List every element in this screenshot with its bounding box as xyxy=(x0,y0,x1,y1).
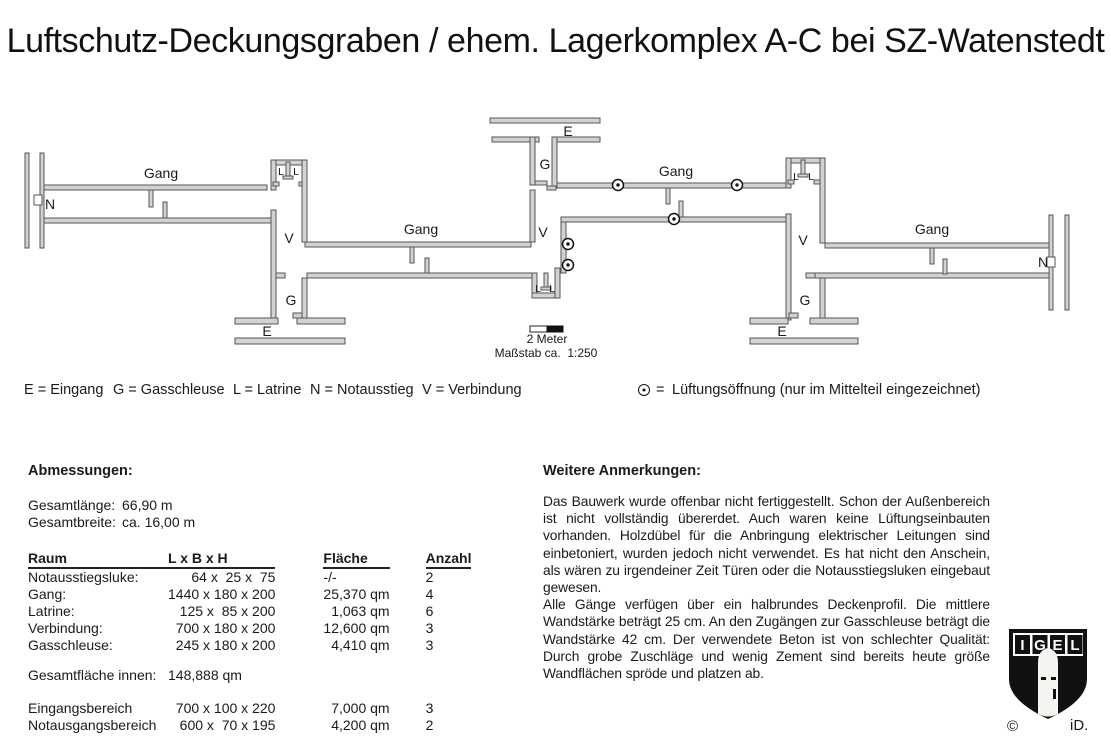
room-label-n: N xyxy=(1038,254,1048,270)
header-flaeche: Fläche xyxy=(323,550,390,569)
corridor-label: Gang xyxy=(915,221,949,237)
room-label-g: G xyxy=(800,292,811,308)
header-lbh: L x B x H xyxy=(168,550,276,569)
left-complex-walls xyxy=(234,159,346,345)
copyright-symbol: © xyxy=(1007,718,1019,735)
room-label-l: L xyxy=(549,283,555,295)
room-label-v: V xyxy=(538,224,548,240)
room-label-g: G xyxy=(286,292,297,308)
table-row: Notausgangsbereich 600 x 70 x 195 4,200 … xyxy=(28,717,434,733)
logo-letter: G xyxy=(1034,637,1046,654)
vent-icon xyxy=(667,212,681,226)
scale-ratio-label: Maßstab ca. 1:250 xyxy=(495,346,598,360)
room-label-l: L xyxy=(808,171,814,183)
logo-letter: L xyxy=(1070,637,1079,654)
table-row: Gasschleuse: 245 x 180 x 200 4,410 qm 3 xyxy=(28,637,434,653)
room-label-e: E xyxy=(777,323,786,339)
logo-letter: E xyxy=(1052,637,1062,654)
total-area-value: 148,888 qm xyxy=(168,667,242,683)
dimensions-table: Raum L x B x H Fläche Anzahl Notausstieg… xyxy=(28,550,472,734)
scale-length-label: 2 Meter xyxy=(527,332,568,346)
legend-item-v: V = Verbindung xyxy=(422,382,522,398)
room-label-n: N xyxy=(45,196,55,212)
center-complex-walls xyxy=(489,117,601,299)
corridor-label: Gang xyxy=(404,221,438,237)
legend-item-n: N = Notausstieg xyxy=(310,382,414,398)
legend-item-l: L = Latrine xyxy=(233,382,302,398)
vent-icon xyxy=(561,237,575,251)
corridor-label: Gang xyxy=(659,163,693,179)
room-label-e: E xyxy=(262,323,271,339)
logo-letter: I xyxy=(1020,637,1024,654)
left-exit-walls xyxy=(24,152,45,249)
vent-icon xyxy=(561,258,575,272)
corridor-label: Gang xyxy=(144,165,178,181)
page-title: Luftschutz-Deckungsgraben / ehem. Lagerk… xyxy=(6,22,1105,60)
logo-signature: iD. xyxy=(1070,717,1089,734)
vent-icon xyxy=(730,178,744,192)
table-row: Eingangsbereich 700 x 100 x 220 7,000 qm… xyxy=(28,700,434,716)
notes-heading: Weitere Anmerkungen: xyxy=(543,463,701,479)
notes-paragraph: Das Bauwerk wurde offenbar nicht fertigg… xyxy=(543,494,990,596)
legend: E = Eingang G = Gasschleuse L = Latrine … xyxy=(0,382,1111,402)
room-label-l: L xyxy=(793,171,799,183)
room-label-l: L xyxy=(535,283,541,295)
table-row: Notausstiegsluke: 64 x 25 x 75 -/- 2 xyxy=(28,569,434,585)
corridor-b-walls xyxy=(304,241,534,279)
room-label-e: E xyxy=(563,123,572,139)
dimensions-section: Abmessungen: Gesamtlänge: 66,90 m Gesamt… xyxy=(28,463,498,733)
legend-item-g: G = Gasschleuse xyxy=(113,382,225,398)
table-row: Latrine: 125 x 85 x 200 1,063 qm 6 xyxy=(28,603,434,619)
notes-section: Weitere Anmerkungen: Das Bauwerk wurde o… xyxy=(543,463,990,682)
corridor-d-walls xyxy=(814,242,1053,279)
corridor-a-walls xyxy=(43,184,275,224)
igel-logo: I G E L © iD. xyxy=(1004,627,1100,739)
table-row: Gang: 1440 x 180 x 200 25,370 qm 4 xyxy=(28,586,434,602)
legend-item-vent: Lüftungsöffnung (nur im Mittelteil einge… xyxy=(672,382,981,398)
notes-paragraph: Alle Gänge verfügen über ein halbrundes … xyxy=(543,597,990,682)
total-length-value: 66,90 m xyxy=(122,497,173,513)
total-area-label: Gesamtfläche innen: xyxy=(28,667,157,683)
table-total-row: Gesamtfläche innen: 148,888 qm xyxy=(28,667,471,684)
header-raum: Raum xyxy=(28,550,168,569)
total-width-label: Gesamtbreite: xyxy=(28,514,116,530)
table-row: Verbindung: 700 x 180 x 200 12,600 qm 3 xyxy=(28,620,434,636)
igel-shield: I G E L xyxy=(1009,629,1087,719)
room-label-l: L xyxy=(293,166,299,178)
header-anzahl: Anzahl xyxy=(425,550,472,569)
room-label-v: V xyxy=(798,232,808,248)
total-width-row: Gesamtbreite: ca. 16,00 m xyxy=(28,514,195,530)
total-width-value: ca. 16,00 m xyxy=(122,514,196,530)
right-complex-walls xyxy=(749,157,859,345)
bunker-tower-icon xyxy=(1038,648,1058,717)
total-length-label: Gesamtlänge: xyxy=(28,497,116,513)
floor-plan: Gang Gang Gang Gang N N L L L L L L V V … xyxy=(24,117,1070,360)
legend-vent-equals: = xyxy=(656,382,665,398)
total-length-row: Gesamtlänge: 66,90 m xyxy=(28,497,173,513)
vent-icons xyxy=(561,178,744,272)
room-label-g: G xyxy=(540,156,551,172)
legend-item-e: E = Eingang xyxy=(24,382,104,398)
dimensions-heading: Abmessungen: xyxy=(28,463,133,479)
room-label-v: V xyxy=(284,230,294,246)
vent-icon xyxy=(611,178,625,192)
table-header-row: Raum L x B x H Fläche Anzahl xyxy=(28,550,472,569)
vent-icon xyxy=(638,384,650,396)
right-exit-walls xyxy=(1046,214,1070,311)
room-label-l: L xyxy=(278,166,284,178)
plan-labels: Gang Gang Gang Gang N N L L L L L L V V … xyxy=(45,123,1048,339)
scale-bar: 2 Meter Maßstab ca. 1:250 xyxy=(495,325,598,360)
